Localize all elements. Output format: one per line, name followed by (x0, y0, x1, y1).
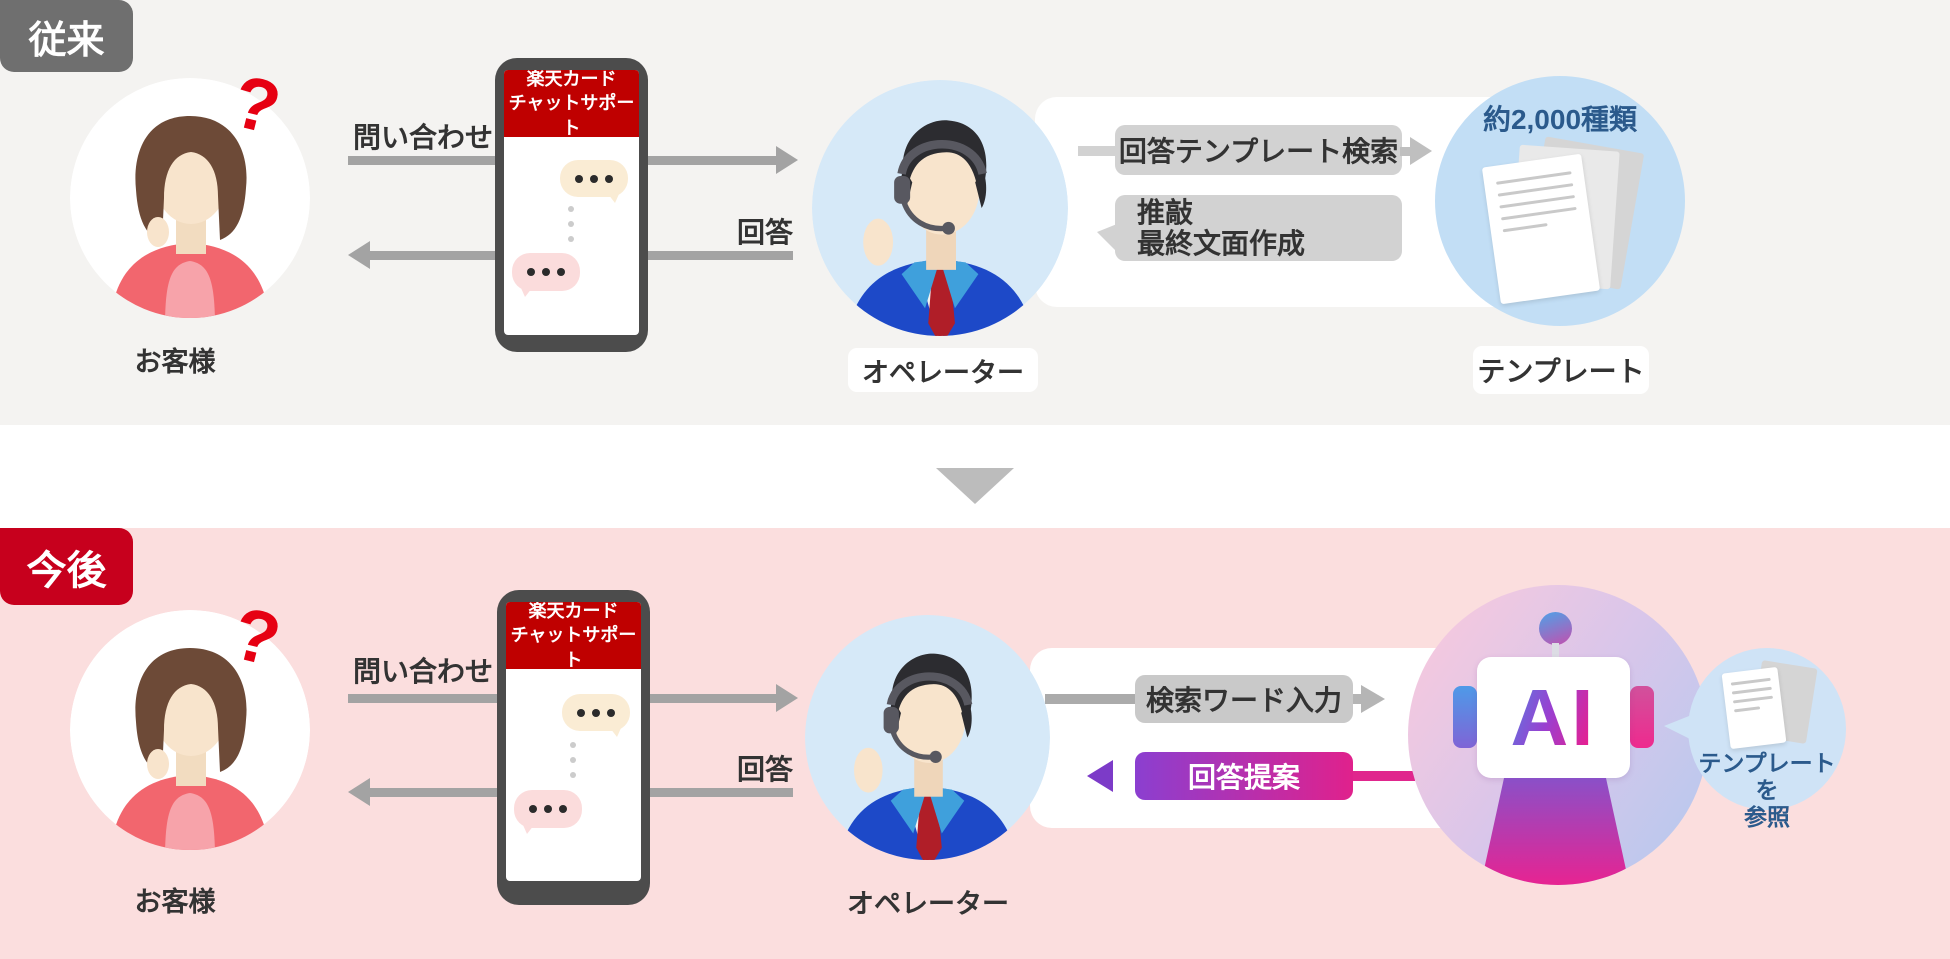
ai-antenna-stem (1552, 643, 1559, 659)
smartphone-after: 楽天カード チャットサポート (497, 590, 650, 905)
customer-caption-after: お客様 (134, 887, 216, 917)
operator-caption-after: オペレーター (847, 889, 1009, 919)
customer-caption: お客様 (134, 347, 216, 377)
ai-label: AI (1510, 672, 1597, 762)
keyword-arrowhead-icon (1361, 685, 1385, 713)
woman-illustration (70, 610, 310, 850)
ai-arm-right (1630, 686, 1654, 748)
woman-illustration (70, 78, 310, 318)
badge-future-label: 今後 (26, 548, 107, 593)
badge-conventional: 従来 (0, 0, 133, 72)
suggestion-arrowhead-icon (1087, 760, 1113, 792)
ai-body (1480, 778, 1630, 885)
badge-conventional-label: 従来 (28, 19, 105, 62)
phone-header-after: 楽天カード チャットサポート (506, 602, 641, 670)
phone-screen: 楽天カード チャットサポート (504, 70, 639, 335)
operator-avatar-after (805, 615, 1050, 860)
keyword-arrow (1353, 694, 1363, 704)
inquiry-arrowhead-icon (776, 146, 798, 174)
phone-screen-after: 楽天カード チャットサポート (506, 602, 641, 881)
ai-note-bubble: テンプレートを 参照 (1688, 648, 1846, 830)
step1-arrow (1400, 147, 1412, 156)
ai-antenna-icon (1539, 612, 1572, 645)
chat-bubble-outgoing-after (514, 790, 582, 834)
note-document-icon (1721, 666, 1787, 750)
operator-illustration (805, 615, 1050, 860)
chat-bubble-incoming (560, 160, 628, 203)
step2-tail-icon (1097, 224, 1117, 252)
answer-arrowhead-icon (348, 241, 370, 269)
section-after: 今後 ? お客様 問い合わせ 回答 (0, 528, 1950, 959)
ai-circle: AI (1408, 585, 1708, 885)
section-before: 従来 ? お客様 問い合わせ 回答 (0, 0, 1950, 425)
template-count: 約2,000種類 (1482, 104, 1638, 135)
phone-header: 楽天カード チャットサポート (504, 70, 639, 138)
step1-connector (1078, 146, 1118, 156)
answer-arrow-label-after: 回答 (736, 754, 793, 785)
operator-illustration (812, 80, 1068, 336)
chat-ellipsis-icon (568, 206, 574, 242)
chat-bubble-outgoing (512, 253, 580, 297)
customer-avatar-after (70, 610, 310, 850)
smartphone: 楽天カード チャットサポート (495, 58, 648, 352)
chat-ellipsis-icon-after (570, 742, 576, 778)
suggestion-shaft (1353, 771, 1415, 781)
step2-box: 推敲 最終文面作成 (1115, 195, 1402, 261)
template-circle: 約2,000種類 (1435, 76, 1685, 326)
keyword-connector (1045, 694, 1135, 704)
down-arrow-icon (936, 468, 1014, 504)
inquiry-arrowhead-icon-after (776, 684, 798, 712)
operator-caption-chip: オペレーター (848, 348, 1038, 392)
template-caption-chip: テンプレート (1473, 346, 1649, 394)
document-front-icon (1481, 153, 1601, 305)
keyword-box: 検索ワード入力 (1135, 675, 1353, 723)
answer-arrow-label: 回答 (736, 217, 793, 248)
chat-bubble-incoming-after (562, 694, 630, 737)
inquiry-arrow-label: 問い合わせ (353, 122, 494, 153)
inquiry-arrow-label-after: 問い合わせ (353, 656, 494, 687)
step1-box: 回答テンプレート検索 (1115, 125, 1402, 175)
answer-arrowhead-icon-after (348, 778, 370, 806)
ai-head: AI (1477, 657, 1630, 778)
badge-future: 今後 (0, 528, 133, 605)
ai-note-text: テンプレートを 参照 (1698, 750, 1836, 830)
customer-avatar (70, 78, 310, 318)
operator-avatar (812, 80, 1068, 336)
step1-arrowhead-icon (1410, 137, 1432, 165)
suggestion-box: 回答提案 (1135, 752, 1353, 800)
ai-arm-left (1453, 686, 1477, 748)
